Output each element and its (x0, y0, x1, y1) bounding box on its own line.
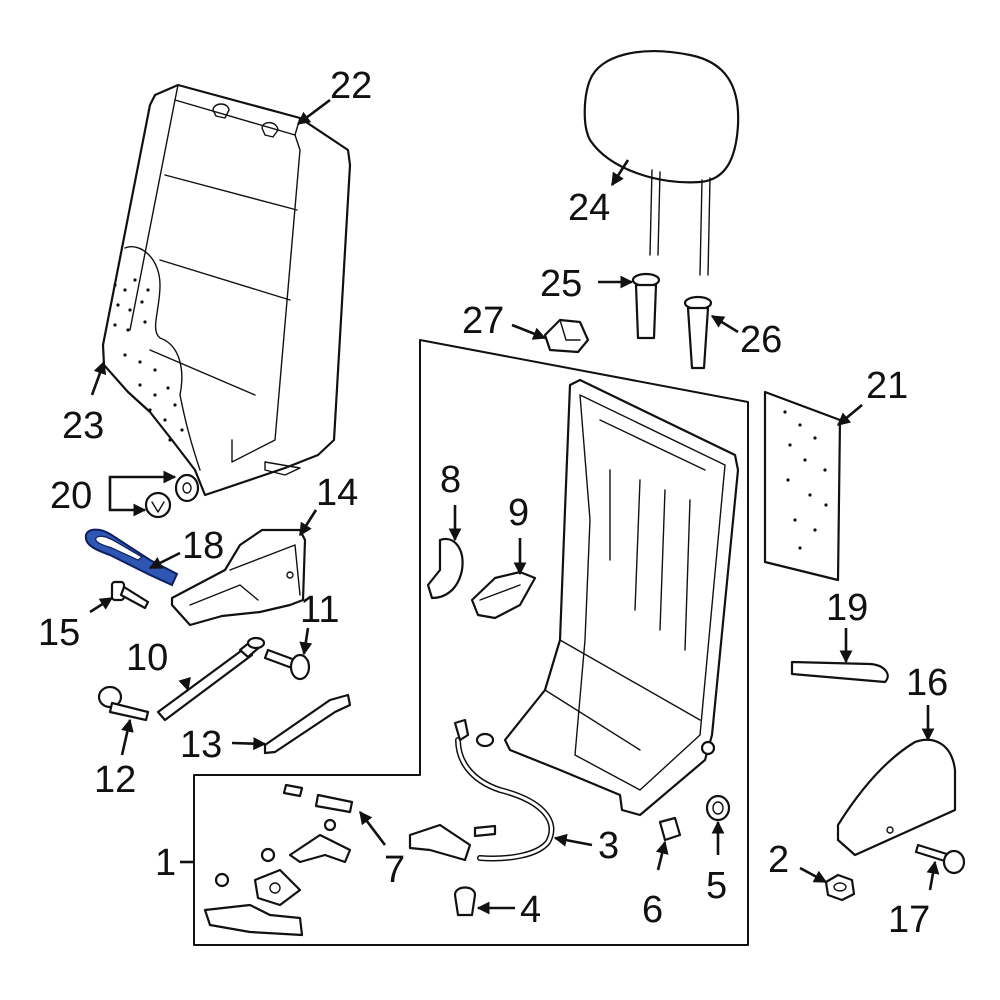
bolt-11 (263, 648, 311, 681)
trim-strip-19 (790, 660, 889, 684)
seat-back-strap-highlighted (84, 528, 179, 587)
callout-22: 22 (330, 65, 372, 107)
leader-15 (89, 596, 114, 614)
leader-6 (655, 840, 669, 871)
callout-4: 4 (520, 889, 541, 931)
leader-2 (799, 866, 828, 884)
callout-10: 10 (126, 637, 168, 679)
leader-14 (298, 509, 318, 537)
callout-27: 27 (462, 300, 504, 342)
bolt-17 (914, 843, 966, 875)
callout-3: 3 (598, 825, 619, 867)
callout-13: 13 (180, 724, 222, 766)
trim-buttons (144, 473, 200, 519)
seat-back-cover (101, 83, 352, 497)
callout-19: 19 (826, 587, 868, 629)
back-pad (763, 390, 842, 582)
callout-1: 1 (155, 842, 176, 884)
callout-5: 5 (706, 865, 727, 907)
clip-6 (658, 816, 682, 842)
cover-strip (263, 693, 352, 755)
leader-7 (358, 810, 387, 846)
frame-group-box (193, 339, 749, 946)
callout-6: 6 (642, 889, 663, 931)
leader-20b (108, 495, 147, 517)
nut-2 (824, 873, 856, 902)
leader-21 (837, 404, 863, 426)
release-cable (453, 718, 555, 862)
callout-17: 17 (888, 899, 930, 941)
callout-15: 15 (38, 612, 80, 654)
bolt-12 (97, 685, 150, 722)
cover-9 (470, 570, 537, 620)
leader-lines (89, 98, 940, 915)
grommet-5 (705, 794, 731, 822)
callout-8: 8 (440, 459, 461, 501)
leader-22 (296, 98, 331, 126)
callout-2: 2 (768, 839, 789, 881)
leader-18 (148, 551, 181, 570)
headrest-guides (631, 272, 713, 370)
leader-20a (108, 470, 177, 495)
leader-27 (511, 323, 547, 340)
leader-10 (178, 676, 191, 692)
callout-21: 21 (866, 365, 908, 407)
callout-24: 24 (568, 187, 610, 229)
side-cover-16 (836, 738, 957, 857)
callout-labels: 22 23 20 18 14 15 10 11 12 13 8 9 24 25 … (38, 65, 948, 941)
callout-23: 23 (62, 405, 104, 447)
latch-27 (543, 318, 590, 354)
seat-frame (503, 378, 740, 817)
side-shield (170, 528, 307, 627)
callout-11: 11 (300, 589, 339, 631)
adjuster-rod (156, 636, 266, 722)
callout-9: 9 (508, 492, 529, 534)
knob-4 (453, 886, 477, 917)
leader-24 (610, 159, 630, 187)
callout-25: 25 (540, 263, 582, 305)
leader-17 (926, 860, 940, 891)
headrest (583, 50, 740, 276)
callout-14: 14 (316, 472, 358, 514)
leader-13 (231, 737, 267, 751)
callout-7: 7 (384, 849, 405, 891)
callout-12: 12 (94, 759, 136, 801)
bracket-8 (426, 537, 464, 600)
leader-26 (710, 314, 739, 334)
leader-11 (299, 627, 313, 656)
callout-16: 16 (906, 662, 948, 704)
callout-18: 18 (182, 525, 224, 567)
recliner-components (203, 783, 497, 937)
callout-20: 20 (50, 475, 92, 517)
leader-23 (90, 360, 107, 396)
bolt-15 (110, 580, 150, 610)
leader-12 (120, 718, 134, 756)
callout-26: 26 (740, 319, 782, 361)
leader-3 (553, 833, 593, 847)
